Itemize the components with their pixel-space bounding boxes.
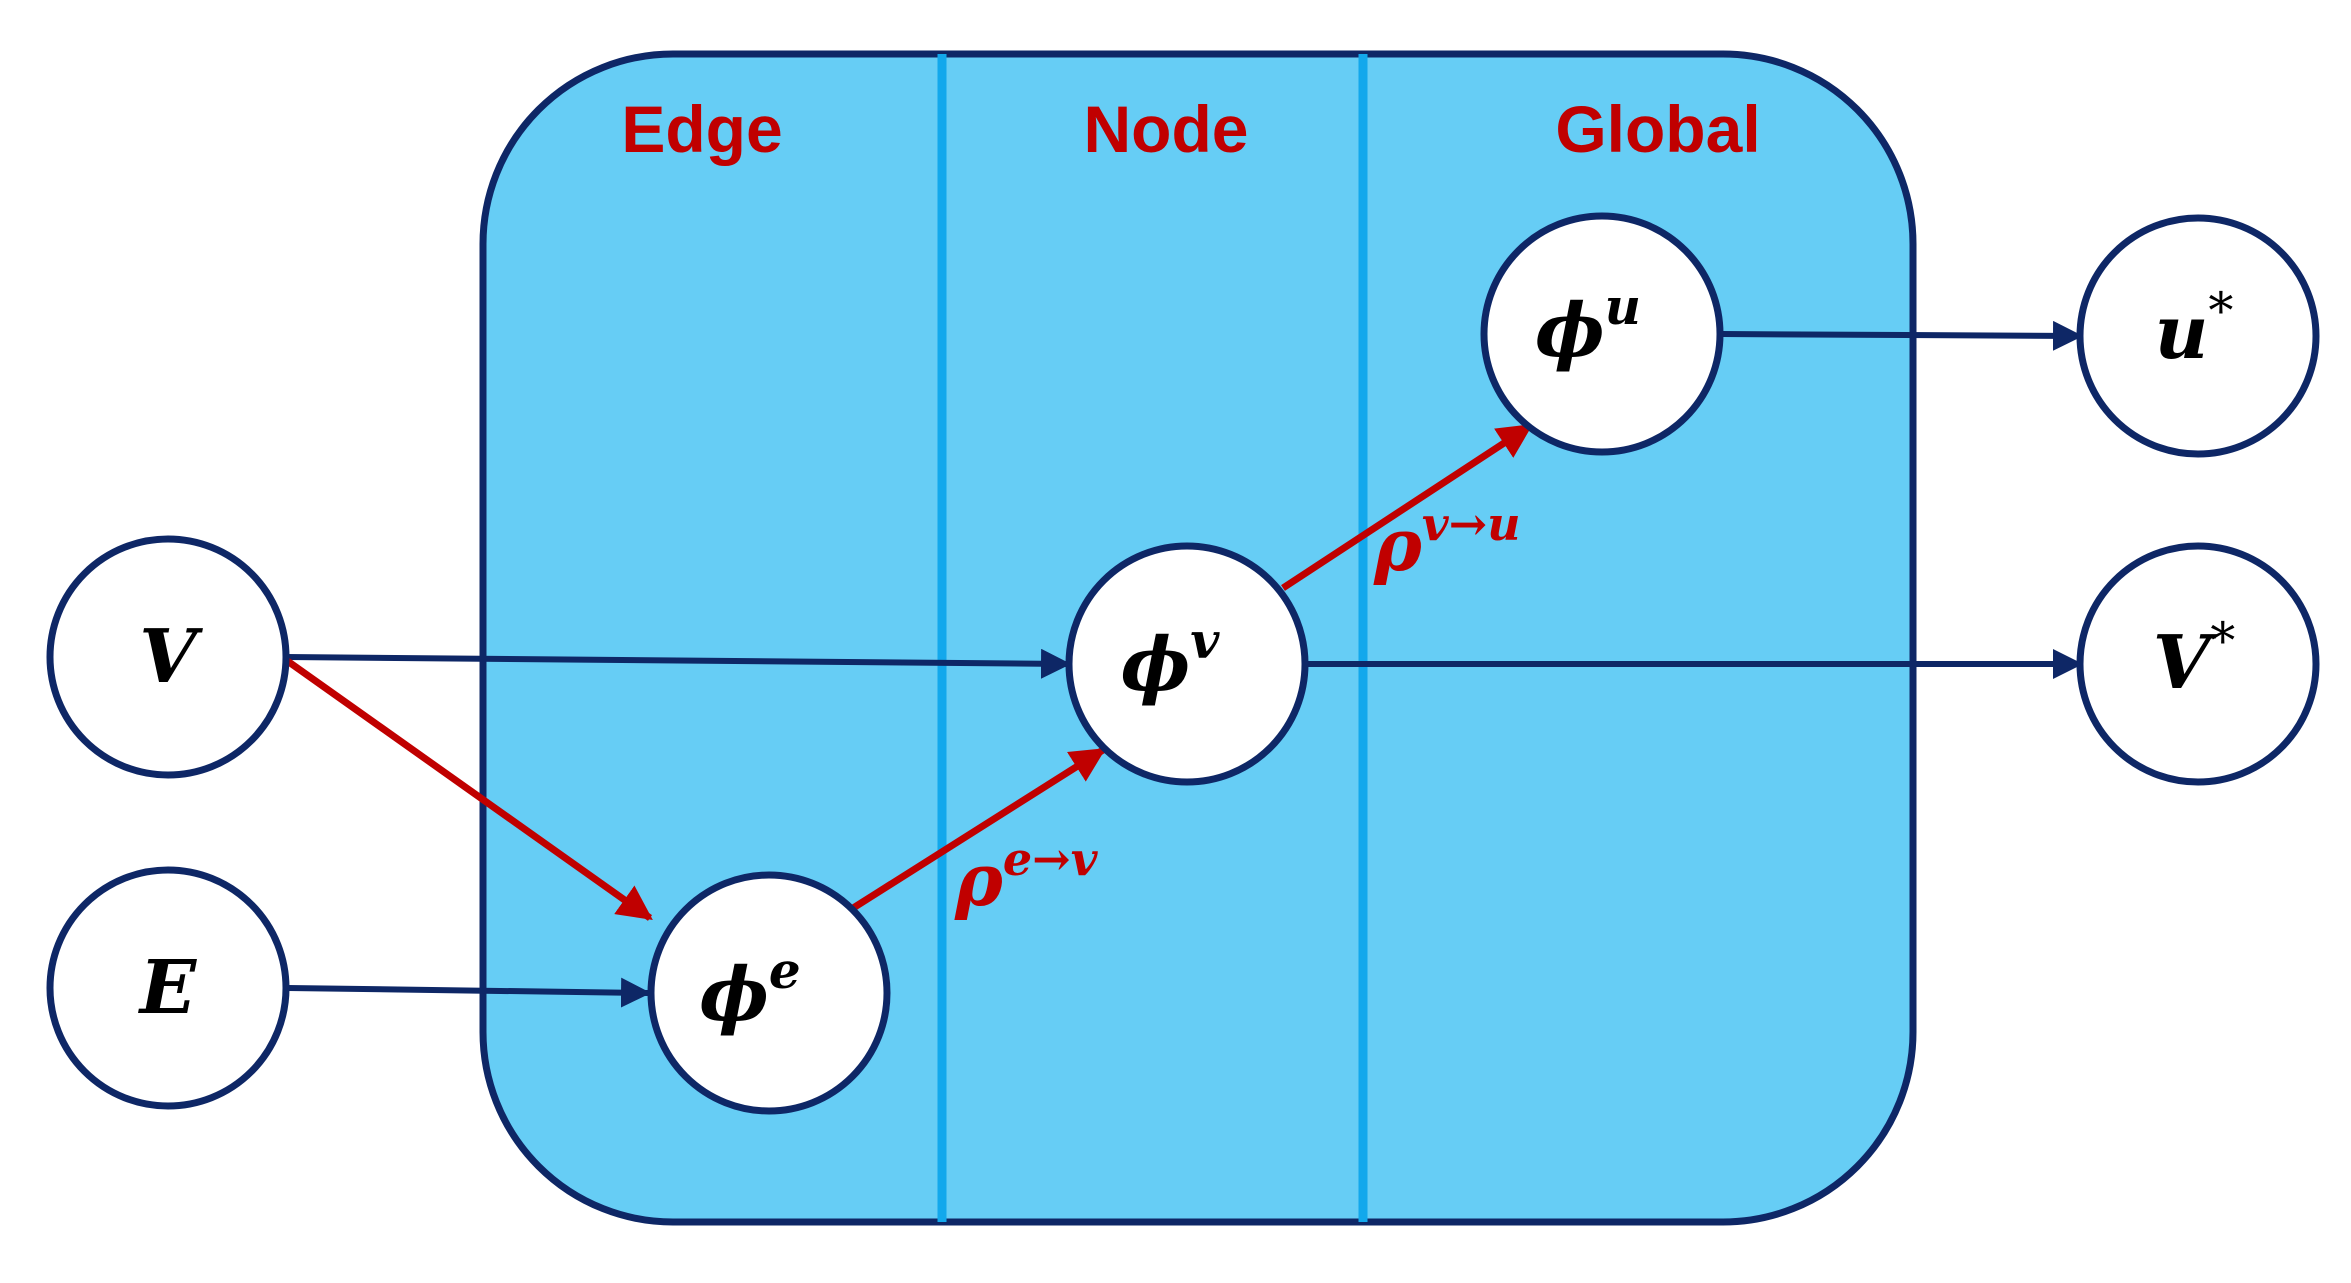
function-node-phi-u: ϕu: [1480, 212, 1724, 456]
input-node-v-label: V: [139, 614, 203, 700]
output-node-v-star: V*: [2076, 542, 2320, 786]
function-node-phi-v: ϕv: [1065, 542, 1309, 786]
section-label-node: Node: [1084, 92, 1249, 166]
function-node-phi-v-label: ϕv: [1121, 611, 1221, 708]
arrow-e-to-phi-e: [287, 977, 651, 1008]
output-node-u-star-label: u*: [2155, 282, 2234, 376]
function-node-phi-e: ϕe: [647, 871, 891, 1115]
function-node-phi-e-label: ϕe: [699, 941, 800, 1038]
input-node-e-label: E: [138, 945, 198, 1031]
arrow-v-to-phi-v: [285, 648, 1071, 679]
section-label-edge: Edge: [621, 92, 782, 166]
arrow-phi-v-to-phi-u: [1281, 423, 1533, 591]
output-node-v-star-label: V*: [2153, 612, 2235, 706]
output-node-u-star: u*: [2076, 214, 2320, 458]
aggregation-rho-e-to-v: ρe→v: [954, 832, 1099, 922]
aggregation-rho-v-to-u: ρv→u: [1373, 497, 1521, 587]
arrow-phi-u-to-u-star: [1721, 320, 2083, 351]
input-node-e: E: [46, 866, 290, 1110]
input-node-v: V: [46, 535, 290, 779]
arrow-v-to-phi-e: [283, 657, 653, 921]
section-label-global: Global: [1555, 92, 1760, 166]
function-node-phi-u-label: ϕu: [1535, 277, 1641, 374]
arrow-phi-e-to-phi-v: [848, 747, 1106, 913]
